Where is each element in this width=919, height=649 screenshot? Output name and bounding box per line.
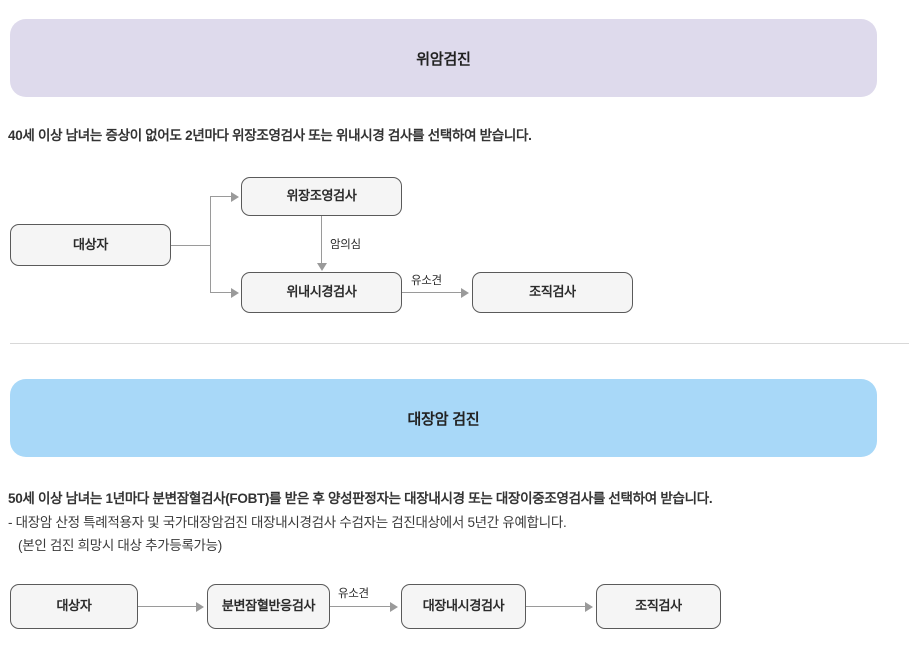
flow-node-fobt-line2: 반응검사 (268, 598, 316, 614)
connector-fobt-to-colonoscopy (330, 606, 390, 608)
flow-node-target[interactable]: 대상자 (10, 584, 138, 629)
section-description-stomach: 40세 이상 남녀는 증상이 없어도 2년마다 위장조영검사 또는 위내시경 검… (8, 128, 532, 143)
edge-label-cancer-suspicion: 암의심 (330, 239, 361, 251)
arrowhead-to-gastroscopy (231, 287, 239, 298)
edge-label-abnormal-finding: 유소견 (411, 275, 442, 287)
connector-branch-lower (210, 292, 232, 294)
flow-node-fobt[interactable]: 분변잠혈 반응검사 (207, 584, 330, 629)
arrowhead-to-fobt (196, 601, 204, 612)
flow-node-colonoscopy[interactable]: 대장내시경검사 (401, 584, 526, 629)
section-description-colon-line2: - 대장암 산정 특례적용자 및 국가대장암검진 대장내시경검사 수검자는 검진… (8, 515, 567, 530)
arrowhead-to-colonoscopy (390, 601, 398, 612)
connector-suspicion-vertical (321, 216, 323, 264)
connector-target-to-fobt (138, 606, 196, 608)
connector-colonoscopy-to-biopsy (526, 606, 585, 608)
section-banner-stomach: 위암검진 (10, 19, 877, 97)
section-divider (10, 343, 909, 344)
connector-target-stem (171, 245, 210, 247)
arrowhead-to-biopsy (585, 601, 593, 612)
connector-branch-upper (210, 196, 232, 198)
edge-label-abnormal-finding: 유소견 (338, 588, 369, 600)
connector-split-vertical (210, 196, 212, 293)
flow-node-fobt-line1: 분변잠혈 (221, 598, 269, 614)
flow-node-target[interactable]: 대상자 (10, 224, 171, 266)
flow-node-biopsy[interactable]: 조직검사 (472, 272, 633, 313)
section-description-colon-line3: (본인 검진 희망시 대상 추가등록가능) (18, 538, 222, 553)
arrowhead-to-biopsy (461, 287, 469, 298)
section-title-stomach: 위암검진 (416, 50, 471, 68)
section-description-colon-line1: 50세 이상 남녀는 1년마다 분변잠혈검사(FOBT)를 받은 후 양성판정자… (8, 491, 713, 506)
flow-node-gastroscopy[interactable]: 위내시경검사 (241, 272, 402, 313)
arrowhead-to-upper-gi-series (231, 191, 239, 202)
flow-node-biopsy[interactable]: 조직검사 (596, 584, 721, 629)
connector-to-biopsy (402, 292, 461, 294)
section-title-colon: 대장암 검진 (407, 410, 480, 428)
arrowhead-to-gastroscopy-vertical (316, 263, 327, 271)
flow-node-upper-gi-series[interactable]: 위장조영검사 (241, 177, 402, 216)
section-banner-colon: 대장암 검진 (10, 379, 877, 457)
